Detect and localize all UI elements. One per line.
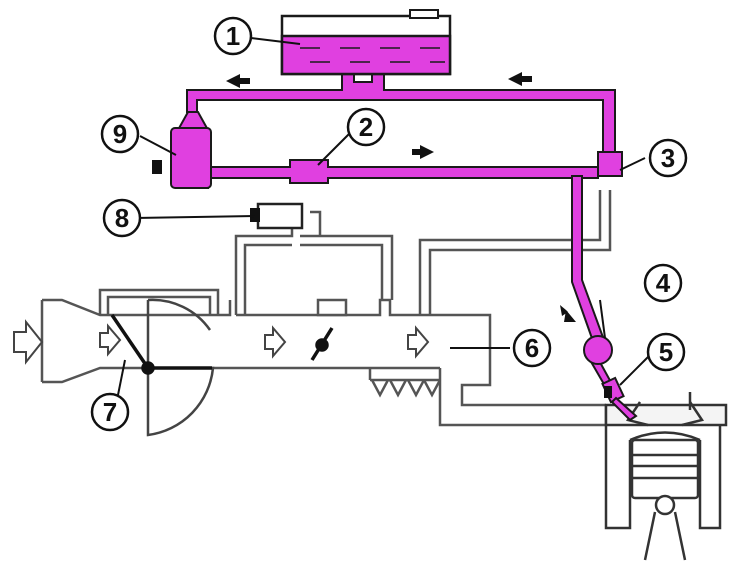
svg-text:5: 5	[659, 337, 673, 367]
throttle-flaps	[110, 314, 334, 375]
svg-text:2: 2	[359, 112, 373, 142]
air-valve	[250, 202, 304, 230]
svg-text:3: 3	[661, 143, 675, 173]
callout-9: 9	[100, 114, 140, 154]
svg-text:1: 1	[226, 21, 240, 51]
callout-7: 7	[90, 392, 130, 432]
svg-text:8: 8	[115, 203, 129, 233]
air-flow-arrows	[13, 319, 430, 365]
callout-6: 6	[512, 328, 552, 368]
fuel-tank	[280, 9, 452, 76]
callout-3: 3	[648, 138, 688, 178]
engine-cylinder	[604, 392, 728, 561]
callout-4: 4	[643, 263, 683, 303]
callout-8: 8	[102, 198, 142, 238]
callout-5: 5	[646, 332, 686, 372]
callout-leaders	[117, 37, 651, 396]
svg-text:6: 6	[525, 333, 539, 363]
svg-text:7: 7	[103, 397, 117, 427]
throttle-housing	[146, 300, 215, 437]
callout-2: 2	[346, 107, 386, 147]
fuel-flow-arrows	[226, 72, 576, 322]
callout-1: 1	[213, 16, 253, 56]
intake-duct	[40, 190, 612, 427]
svg-text:9: 9	[113, 119, 127, 149]
fuel-lines	[170, 71, 638, 422]
svg-text:4: 4	[656, 268, 671, 298]
